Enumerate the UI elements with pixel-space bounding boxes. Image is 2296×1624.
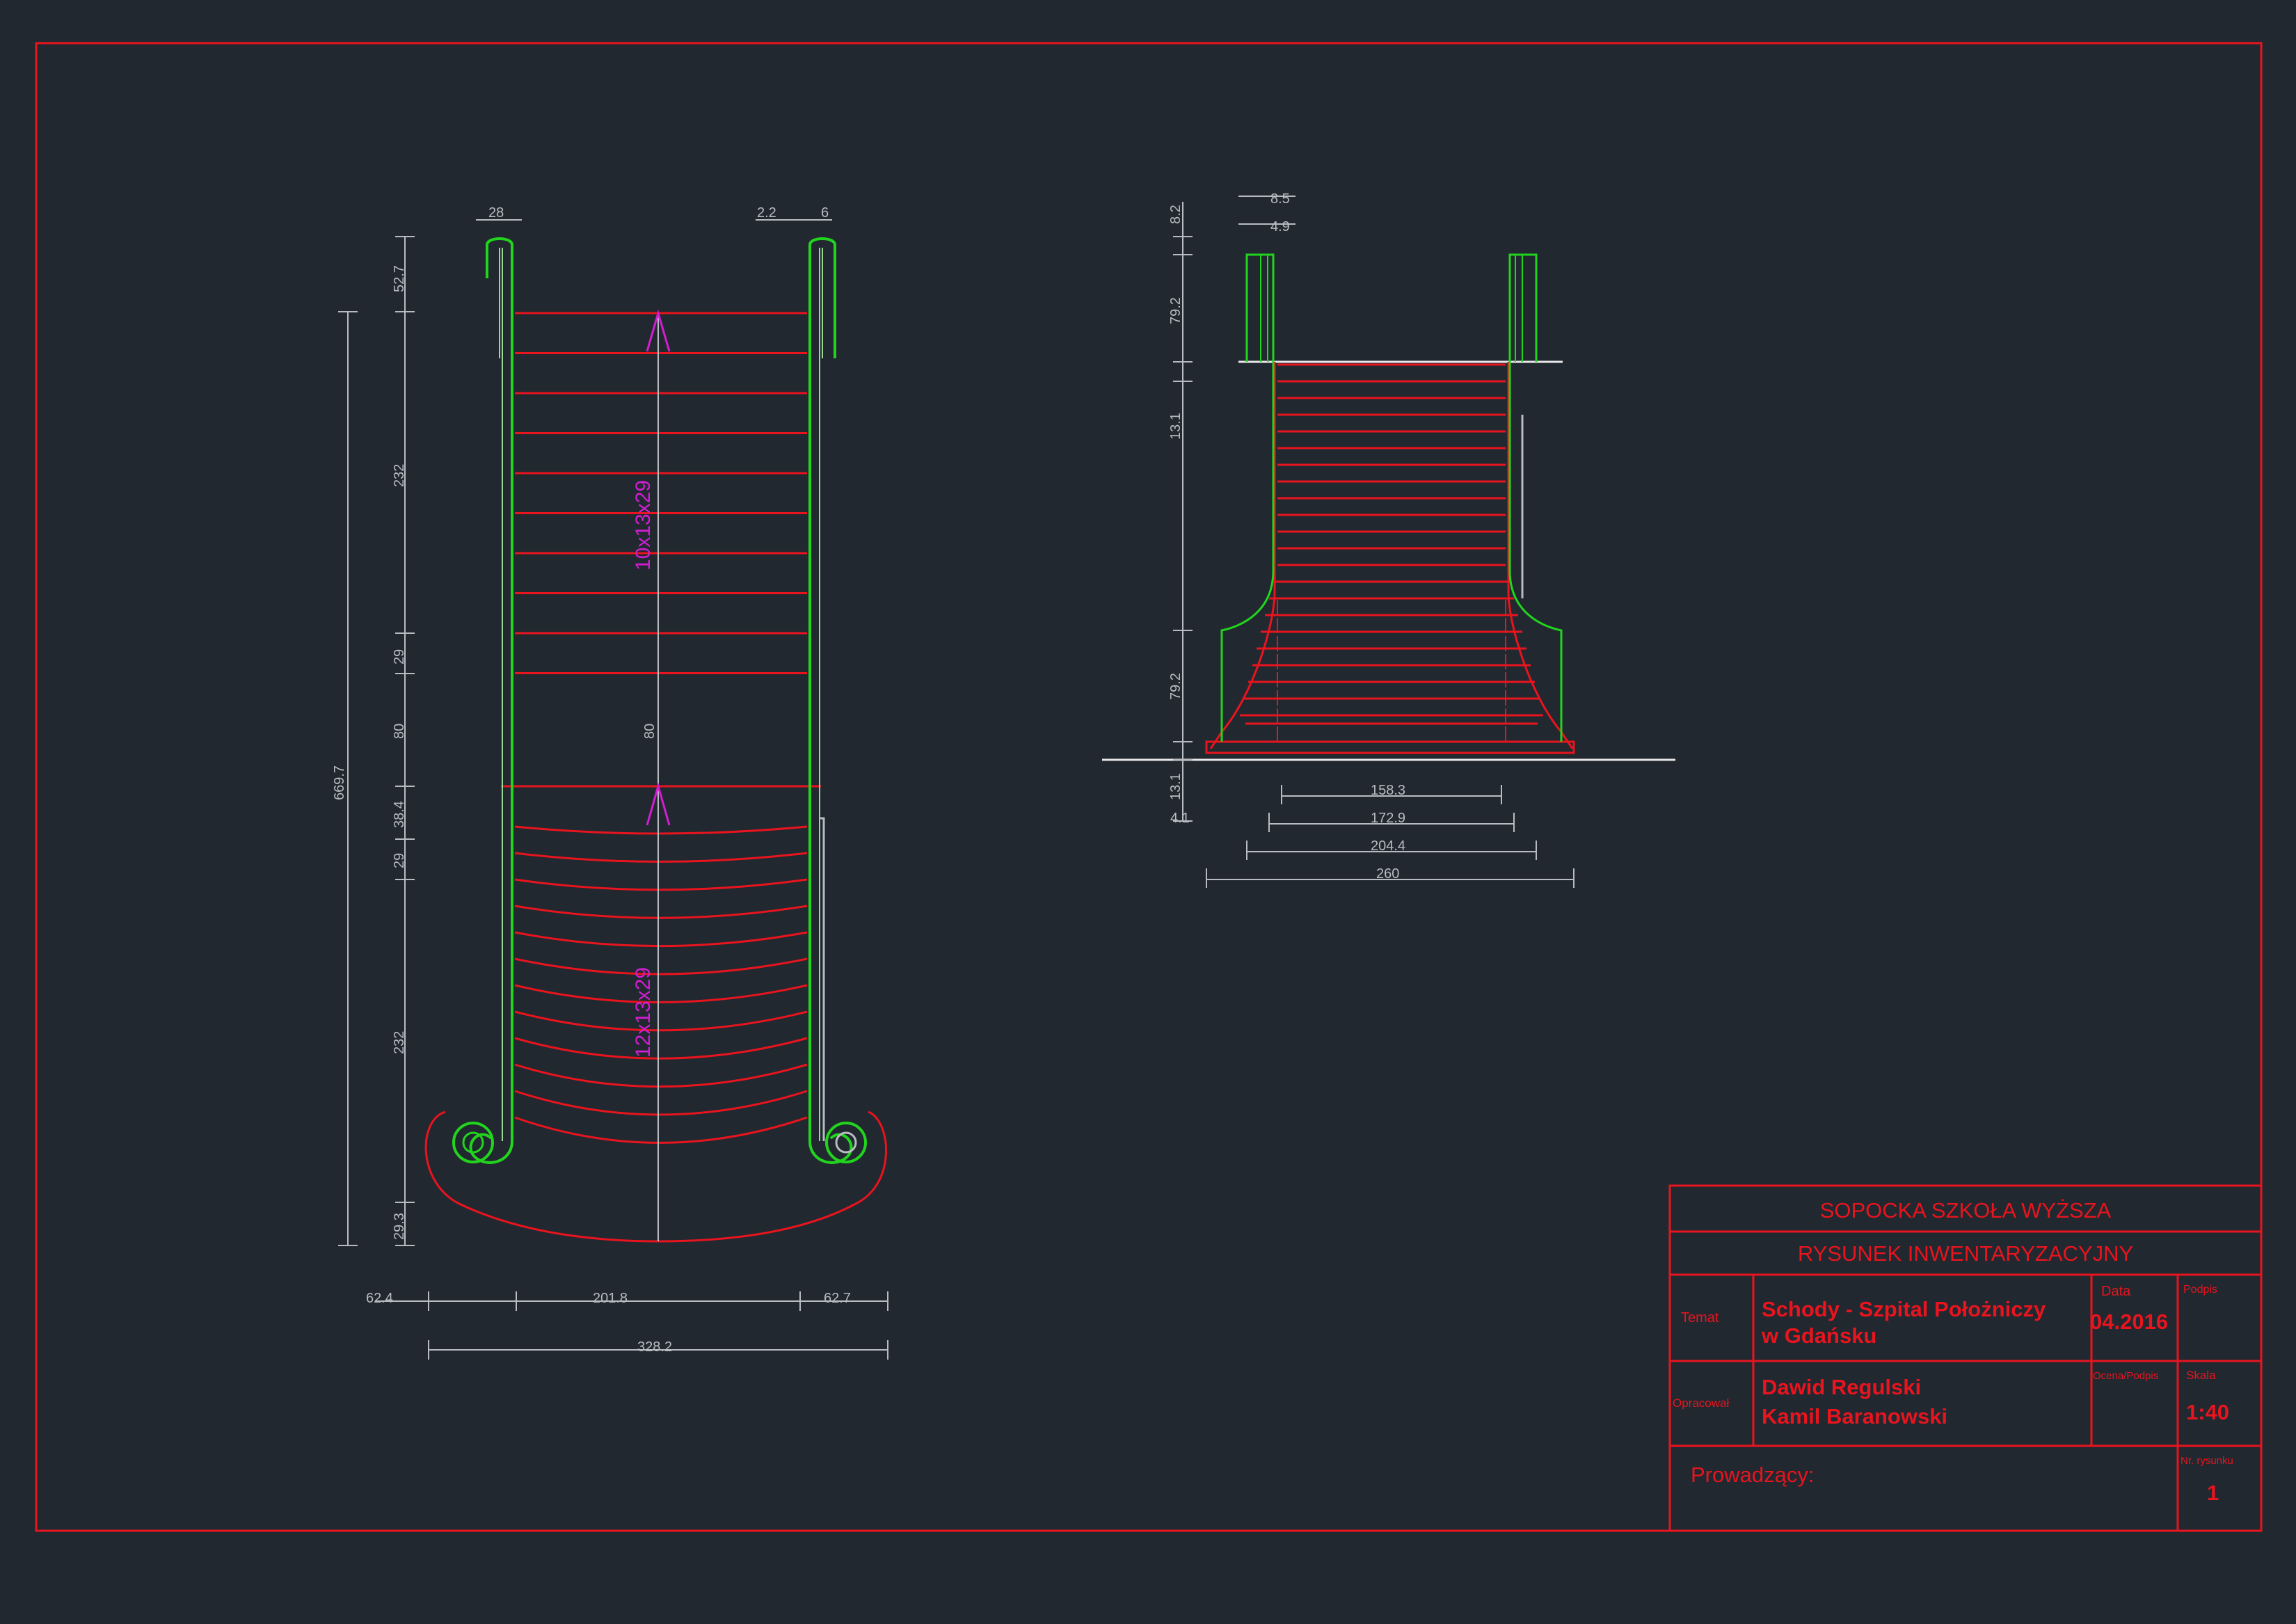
plan-step-lower — [514, 1037, 808, 1060]
elevation-width-dims — [1206, 785, 1574, 888]
tb-supervisor-label: Prowadzący: — [1691, 1463, 1814, 1487]
tb-signature-label: Podpis — [2183, 1284, 2217, 1296]
plan-step-lower — [514, 852, 808, 863]
plan-step-lower — [514, 825, 808, 835]
plan-right-wall — [820, 817, 825, 1141]
tb-topic-line2: w Gdańsku — [1761, 1323, 1876, 1348]
drawing-frame — [35, 42, 2263, 1532]
tb-school: SOPOCKA SZKOŁA WYŻSZA — [1820, 1198, 2112, 1223]
plan-upper-arrow-icon — [646, 309, 671, 352]
elev-left-dim-5: 13.1 — [1168, 773, 1183, 800]
plan-left-volute-icon — [452, 1122, 494, 1163]
tb-topic-label: Temat — [1681, 1310, 1719, 1326]
elev-top-dim-2: 4.9 — [1270, 219, 1290, 234]
tb-date-value: 04.2016 — [2090, 1309, 2168, 1334]
plan-lower-arrow-icon — [646, 782, 671, 826]
plan-landing-dim: 80 — [642, 724, 657, 739]
plan-left-dim-ticks — [338, 236, 415, 1246]
tb-scale-value: 1:40 — [2186, 1400, 2229, 1424]
plan-step-lower — [514, 957, 808, 976]
tb-topic-line1: Schody - Szpital Położniczy — [1762, 1297, 2046, 1321]
plan-step-lower — [514, 1010, 808, 1032]
plan-top-dim-3: 6 — [821, 205, 829, 221]
elev-small-dim: 4.1 — [1170, 811, 1190, 826]
tb-scale-label: Skala — [2186, 1369, 2216, 1382]
title-block-frame — [1668, 1184, 2263, 1532]
plan-steps — [501, 312, 821, 1144]
plan-upper-flight-label: 10x13x29 — [632, 480, 655, 571]
elev-left-dim-2: 79.2 — [1168, 297, 1183, 324]
tb-date-label: Data — [2101, 1284, 2131, 1299]
elevation-base-plinth — [1205, 740, 1575, 754]
tb-author-2: Kamil Baranowski — [1762, 1404, 1947, 1428]
tb-number-value: 1 — [2207, 1481, 2219, 1505]
plan-step-lower — [514, 984, 808, 1003]
plan-total-length: 669.7 — [332, 765, 347, 800]
elev-width-1: 158.3 — [1371, 783, 1405, 798]
plan-step-lower — [514, 1116, 808, 1144]
plan-base-landing — [424, 1110, 887, 1243]
plan-right-handrail — [808, 237, 853, 1164]
plan-left-dim-1: 52.7 — [392, 265, 407, 292]
plan-bottom-dim-ticks — [428, 1291, 888, 1360]
elevation-left-handrail — [1220, 253, 1275, 742]
plan-left-dim-5: 38.4 — [392, 801, 407, 828]
tb-check-label: Ocena/Podpis — [2093, 1370, 2158, 1382]
plan-step-lower — [514, 1063, 808, 1088]
elevation-steps — [1240, 363, 1543, 742]
tb-drawing-type: RYSUNEK INWENTARYZACYJNY — [1798, 1241, 2133, 1266]
plan-left-dim-4: 80 — [392, 724, 407, 739]
elevation-left-handrail-inner — [1260, 255, 1268, 362]
elev-width-2: 172.9 — [1371, 811, 1405, 826]
plan-left-dim-6: 29 — [392, 853, 407, 868]
plan-top-dim-1: 28 — [488, 205, 504, 221]
elevation-base-right — [1507, 362, 1574, 749]
title-block — [1668, 1184, 2263, 1532]
plan-right-volute-icon — [825, 1122, 867, 1163]
plan-left-dim-8: 29.3 — [392, 1213, 407, 1240]
tb-number-label: Nr. rysunku — [2181, 1455, 2233, 1467]
elevation-left-dim-ticks — [1173, 236, 1193, 822]
stair-plan-view: 10x13x29 12x13x29 80 669.7 52.7 232 29 8… — [332, 205, 888, 1360]
elev-width-3: 204.4 — [1371, 838, 1405, 854]
plan-bottom-dim-3: 62.7 — [824, 1291, 851, 1306]
plan-top-dim-2: 2.2 — [757, 205, 776, 221]
plan-step-lower — [514, 878, 808, 891]
plan-left-handrail — [469, 237, 513, 1164]
elevation-base-left — [1209, 362, 1276, 749]
plan-bottom-total: 328.2 — [637, 1339, 672, 1355]
elevation-right-handrail — [1508, 253, 1563, 742]
plan-step-lower — [514, 1090, 808, 1116]
plan-left-dim-3: 29 — [392, 649, 407, 664]
plan-right-volute-inner — [835, 1131, 857, 1154]
elev-left-dim-4: 79.2 — [1168, 673, 1183, 700]
plan-left-dim-2: 232 — [392, 464, 407, 487]
elev-width-4: 260 — [1376, 866, 1399, 882]
plan-left-volute-inner — [462, 1131, 484, 1154]
elev-left-dim-1: 8.2 — [1168, 205, 1183, 224]
elev-top-dim-1: 8.5 — [1270, 191, 1290, 207]
tb-author-label: Opracował — [1673, 1396, 1729, 1410]
stair-elevation-view: 8.2 79.2 13.1 79.2 13.1 8.5 4.9 4.1 158.… — [1102, 191, 1675, 888]
plan-bottom-dim-2: 201.8 — [593, 1291, 628, 1306]
plan-right-handrail-inner — [819, 248, 823, 1141]
elevation-right-handrail-inner — [1515, 255, 1523, 362]
plan-left-dim-7: 232 — [392, 1031, 407, 1054]
plan-lower-flight-label: 12x13x29 — [632, 967, 655, 1058]
plan-step-lower — [514, 931, 808, 948]
plan-bottom-dim-1: 62.4 — [366, 1291, 393, 1306]
tb-author-1: Dawid Regulski — [1762, 1375, 1921, 1399]
plan-step-lower — [514, 905, 808, 919]
elev-left-dim-3: 13.1 — [1168, 413, 1183, 440]
plan-left-handrail-inner — [499, 248, 503, 1141]
